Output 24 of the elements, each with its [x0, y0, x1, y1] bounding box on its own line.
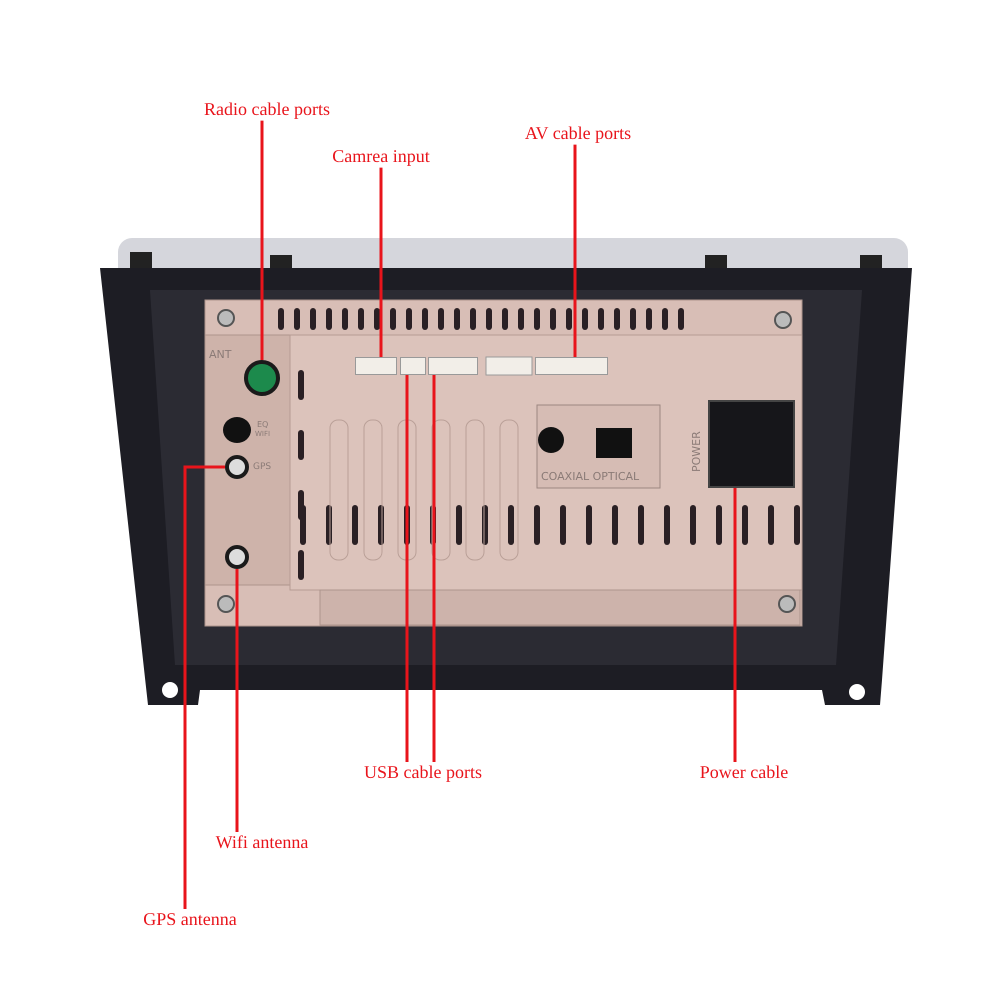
callout-label: Camrea input: [332, 146, 430, 168]
callout-label: AV cable ports: [524, 123, 632, 145]
callout-label: Wifi antenna: [216, 832, 308, 854]
leader-line: [574, 144, 576, 357]
panel-marking: EQ: [257, 421, 268, 429]
leader-line: [184, 466, 225, 909]
leader-line: [406, 375, 408, 762]
connector-socket: [428, 357, 478, 375]
callout-label: USB cable ports: [364, 762, 482, 784]
leader-line: [236, 569, 238, 832]
connector-socket: [400, 357, 426, 375]
panel-marking: POWER: [691, 431, 702, 472]
panel-marking: COAXIAL OPTICAL: [541, 471, 640, 482]
panel-marking: ANT: [209, 349, 232, 360]
leader-line: [380, 168, 382, 357]
callout-label: GPS antenna: [143, 909, 237, 931]
callout-label: Power cable: [700, 762, 788, 784]
leader-line: [260, 120, 264, 360]
connector-socket: [355, 357, 397, 375]
callout-label: Radio cable ports: [204, 99, 330, 121]
connector-socket: [535, 357, 608, 375]
panel-marking: GPS: [253, 463, 272, 472]
power-socket: [708, 400, 795, 488]
leader-line: [432, 375, 436, 762]
